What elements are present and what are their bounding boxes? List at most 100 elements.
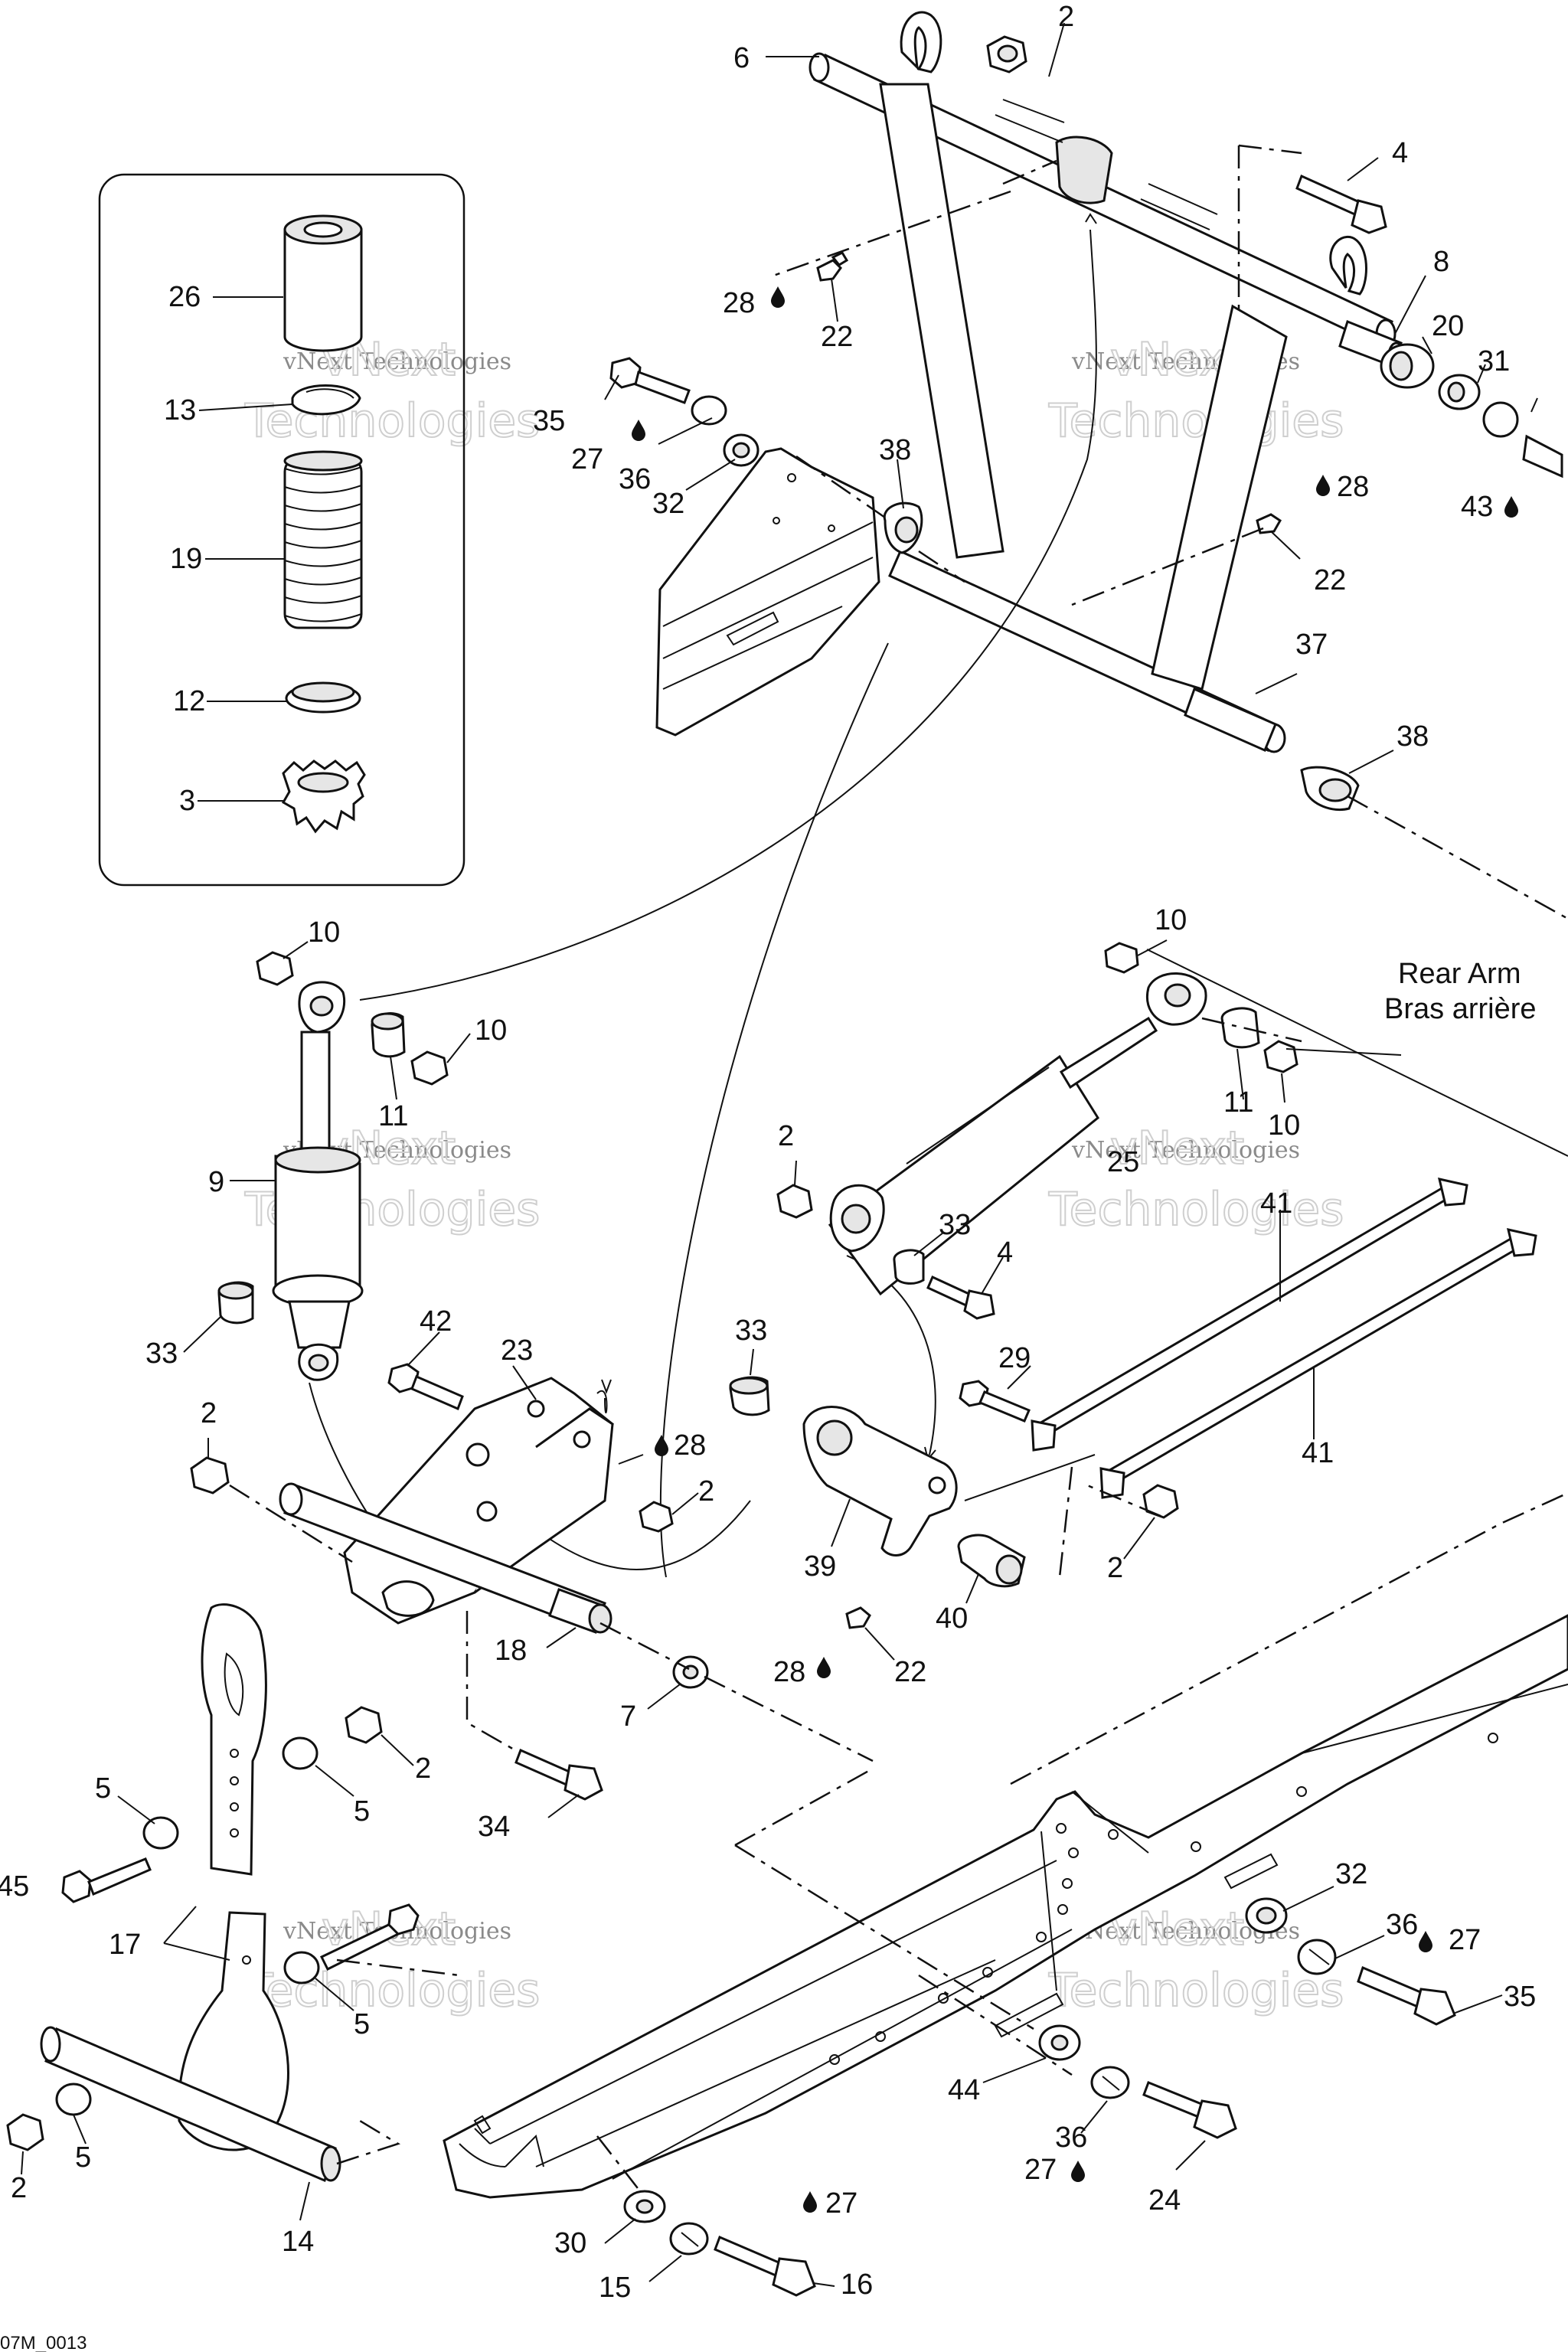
label-44: 44 [948, 2074, 980, 2106]
label-33-c: 33 [735, 1315, 767, 1347]
svg-text:vNext Technologies: vNext Technologies [283, 348, 511, 375]
label-27-low: 27 [1449, 1924, 1481, 1956]
part-washer-5-b [282, 1736, 318, 1770]
label-10-c: 10 [1155, 904, 1187, 936]
rod-41-lower [1099, 1228, 1537, 1499]
part-nut-10-c [1104, 942, 1139, 974]
label-39: 39 [804, 1550, 836, 1583]
front-arm [808, 11, 1406, 753]
drop-icon-28a [771, 286, 785, 308]
part-washer-36-top [691, 395, 727, 426]
label-43: 43 [1461, 491, 1493, 523]
svg-text:vNext: vNext [1110, 1122, 1244, 1175]
bellcrank-23 [343, 1377, 614, 1625]
part-washer-44 [1038, 2024, 1081, 2061]
label-2-lower: 2 [415, 1753, 431, 1785]
rear-frame-rail [443, 1614, 1568, 2199]
label-25: 25 [1107, 1146, 1139, 1178]
bracket-17-upper [201, 1603, 267, 1876]
part-spring [283, 450, 363, 629]
label-11-a: 11 [378, 1100, 408, 1132]
part-nut-2-mid [776, 1184, 813, 1219]
label-41-lower: 41 [1302, 1437, 1334, 1469]
part-retainer-ring [285, 681, 361, 714]
part-nut-2-lower [345, 1706, 383, 1744]
watermark-2: vNext Technologies vNext Technologies [1047, 332, 1344, 449]
side-rail-front [655, 447, 880, 737]
label-32-top: 32 [652, 488, 684, 520]
label-26: 26 [168, 281, 201, 313]
label-13: 13 [164, 394, 196, 426]
svg-text:Technologies: Technologies [1048, 1183, 1344, 1236]
part-nut-2-bellcrank [639, 1501, 674, 1533]
label-27-bottom: 27 [825, 2187, 858, 2220]
label-5-c: 5 [354, 2008, 370, 2040]
label-36-low: 36 [1386, 1909, 1418, 1941]
part-adjuster-cam [281, 760, 366, 834]
label-2-far: 2 [11, 2172, 27, 2204]
watermark-6: vNext Technologies vNext Technologies [1047, 1902, 1344, 2018]
part-washer-5-d [55, 2082, 92, 2116]
label-17: 17 [109, 1929, 141, 1961]
part-nut-10-a [256, 951, 294, 986]
part-washer-32-low [1245, 1897, 1288, 1934]
part-bushing-38-bottom [1300, 766, 1360, 811]
bracket-17-lower [178, 1911, 289, 2151]
label-23: 23 [501, 1334, 533, 1367]
label-20: 20 [1432, 310, 1464, 342]
cross-shaft-18 [279, 1482, 612, 1634]
part-bolt-16 [714, 2236, 816, 2297]
label-5-b: 5 [354, 1795, 370, 1828]
part-bushing-33-b [893, 1249, 925, 1285]
label-16: 16 [841, 2269, 873, 2301]
label-28-bellcrank: 28 [674, 1429, 706, 1462]
label-38-bottom: 38 [1396, 720, 1429, 753]
part-sleeve [283, 214, 363, 352]
part-bolt-4-mid [926, 1275, 995, 1320]
drop-icon-27b [1419, 1931, 1432, 1952]
label-18: 18 [495, 1635, 527, 1667]
label-31: 31 [1478, 345, 1510, 377]
label-10-b: 10 [475, 1014, 507, 1047]
label-7: 7 [620, 1700, 636, 1733]
part-nut-2-left [190, 1456, 230, 1494]
drop-icon-28b [1316, 475, 1330, 496]
callout-bras-arriere: Bras arrière [1384, 993, 1537, 1025]
svg-text:vNext: vNext [1110, 1903, 1244, 1956]
part-bolt-lower-center [319, 1903, 420, 1971]
label-27-low2: 27 [1024, 2154, 1057, 2186]
label-15: 15 [599, 2272, 631, 2304]
part-washer-36-low [1297, 1939, 1337, 1975]
drop-icon-27c [1071, 2161, 1085, 2182]
label-32-low: 32 [1335, 1858, 1367, 1890]
part-bolt-34 [514, 1748, 603, 1801]
front-shock [272, 981, 364, 1381]
part-washer-20 [1380, 343, 1435, 389]
label-2-mid: 2 [778, 1120, 794, 1152]
part-bushing-40 [957, 1534, 1026, 1588]
label-12: 12 [173, 685, 205, 717]
label-36-top: 36 [619, 463, 651, 495]
label-6: 6 [733, 42, 750, 74]
label-29: 29 [998, 1342, 1031, 1374]
part-washer-5-a [142, 1816, 179, 1850]
part-bushing-33-a [217, 1281, 254, 1325]
label-33-a: 33 [145, 1338, 178, 1370]
label-4-top: 4 [1392, 137, 1408, 169]
part-bolt-42 [387, 1363, 464, 1411]
part-washer-30 [623, 2190, 666, 2223]
rod-41-upper [1031, 1178, 1468, 1452]
label-28-low: 28 [773, 1656, 805, 1688]
label-2-left: 2 [201, 1397, 217, 1429]
part-bolt-24 [1142, 2081, 1237, 2139]
part-washer-5-c [283, 1951, 320, 1984]
drop-icon-27a [632, 420, 645, 441]
part-bushing-38-top [883, 501, 923, 554]
label-9: 9 [208, 1166, 224, 1198]
part-bolt-45 [61, 1857, 152, 1903]
rear-shock [828, 972, 1207, 1296]
svg-text:Technologies: Technologies [244, 394, 540, 448]
part-washer-7 [672, 1655, 709, 1689]
label-38-top: 38 [879, 434, 911, 466]
